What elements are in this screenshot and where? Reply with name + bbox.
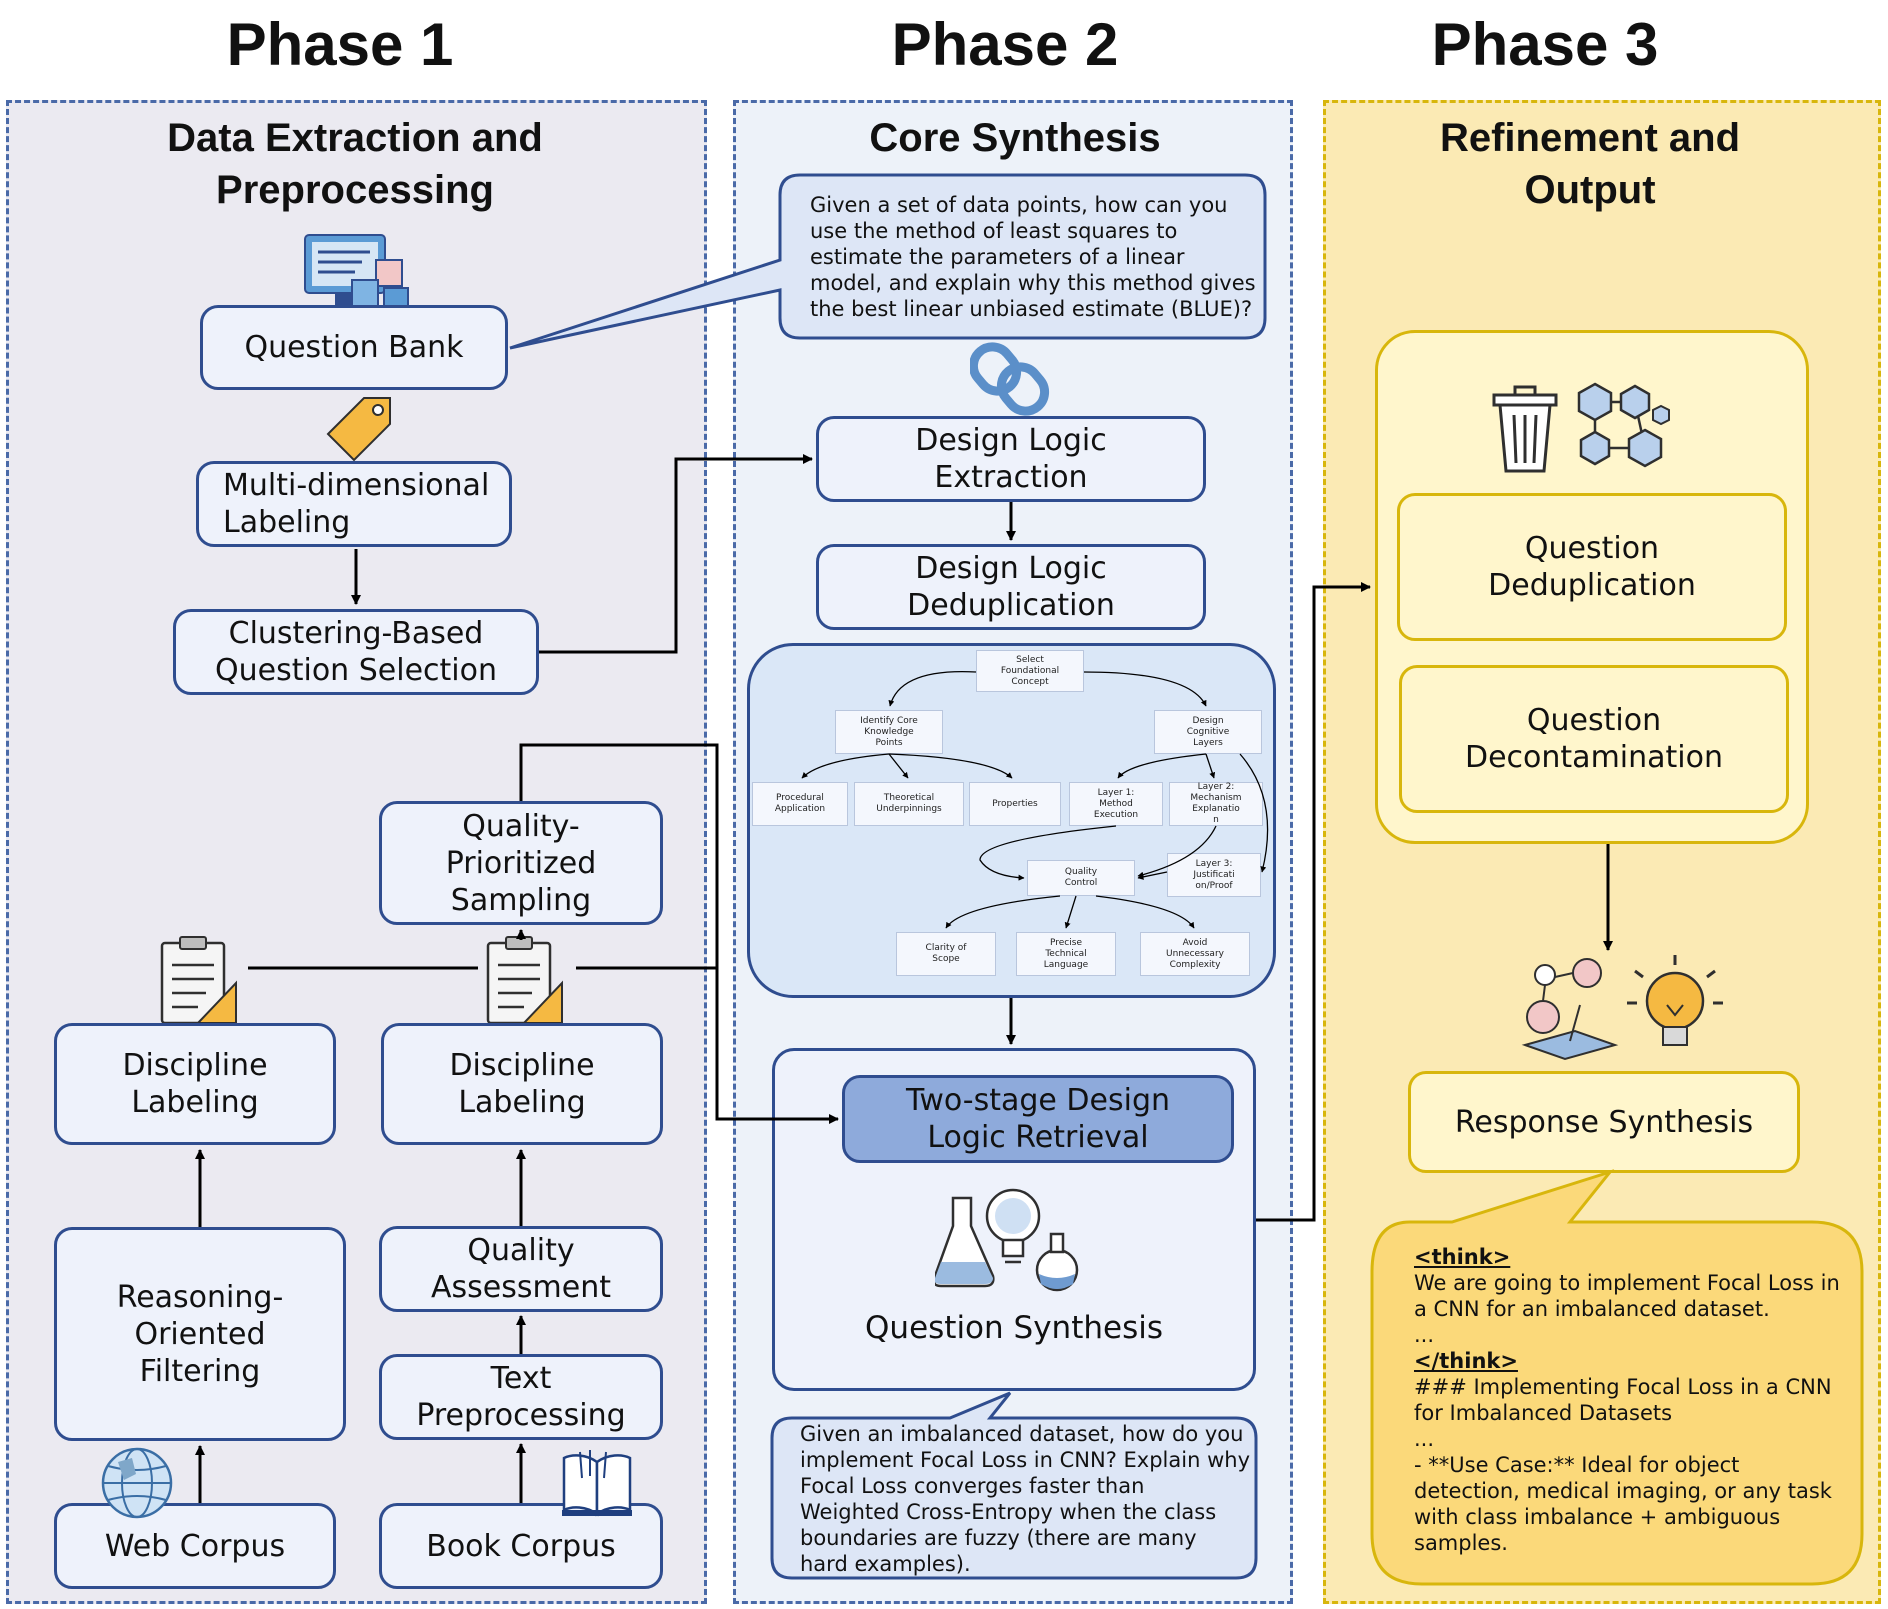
tree-node-cognitive-layers: Design Cognitive Layers: [1154, 710, 1262, 754]
clipboard-icon: [160, 936, 237, 1025]
phase-1-panel-title: Data Extraction and Preprocessing: [167, 116, 543, 212]
lab-flask-icon: [935, 1188, 1079, 1292]
book-corpus-box: Book Corpus: [379, 1503, 663, 1589]
computer-icon: [304, 234, 409, 313]
question-decontamination-box: Question Decontamination: [1399, 665, 1789, 813]
multi-dimensional-labeling-box: Multi-dimensional Labeling: [196, 461, 512, 547]
think-body: We are going to implement Focal Loss in …: [1414, 1271, 1840, 1347]
globe-icon: [101, 1447, 173, 1519]
think-close-tag: </think>: [1414, 1349, 1518, 1373]
question-deduplication-box: Question Deduplication: [1397, 493, 1787, 641]
trash-icon: [1492, 385, 1558, 473]
tree-node-root: Select Foundational Concept: [976, 650, 1084, 692]
synthesized-question-text: Given an imbalanced dataset, how do you …: [800, 1422, 1250, 1576]
clustering-question-selection-box: Clustering-Based Question Selection: [173, 609, 539, 695]
tree-node-avoid: Avoid Unnecessary Complexity: [1140, 932, 1250, 976]
book-icon: [562, 1450, 632, 1517]
phase-3-title: Phase 3: [1431, 11, 1659, 78]
phase-2-panel-title: Core Synthesis: [869, 116, 1161, 160]
think-open-tag: <think>: [1414, 1245, 1511, 1269]
tree-node-clarity: Clarity of Scope: [896, 932, 996, 976]
answer-body: ### Implementing Focal Loss in a CNN for…: [1414, 1375, 1832, 1555]
text-preprocessing-box: Text Preprocessing: [379, 1354, 663, 1440]
reasoning-oriented-filtering-box: Reasoning- Oriented Filtering: [54, 1227, 346, 1441]
tree-node-layer1: Layer 1: Method Execution: [1069, 782, 1163, 826]
design-logic-extraction-box: Design Logic Extraction: [816, 416, 1206, 502]
link-icon: [970, 342, 1050, 416]
response-synthesis-box: Response Synthesis: [1408, 1071, 1800, 1173]
question-synthesis-label: Question Synthesis: [865, 1310, 1163, 1346]
question-bank-box: Question Bank: [200, 305, 508, 390]
lightbulb-icon: [1521, 955, 1723, 1061]
design-logic-deduplication-box: Design Logic Deduplication: [816, 544, 1206, 630]
example-question-text: Given a set of data points, how can you …: [810, 193, 1256, 321]
tree-node-properties: Properties: [969, 782, 1061, 826]
tree-node-theoretical: Theoretical Underpinnings: [854, 782, 964, 826]
discipline-labeling-left-box: Discipline Labeling: [54, 1023, 336, 1145]
tree-node-precise: Precise Technical Language: [1016, 932, 1116, 976]
tag-icon: [326, 397, 391, 462]
phase-1-title: Phase 1: [226, 11, 454, 78]
response-text: <think> We are going to implement Focal …: [1414, 1244, 1854, 1556]
web-corpus-box: Web Corpus: [54, 1503, 336, 1589]
hexagon-network-icon: [1577, 382, 1670, 468]
quality-assessment-box: Quality Assessment: [379, 1226, 663, 1312]
phase-2-title: Phase 2: [891, 11, 1119, 78]
phase-3-panel-title: Refinement and Output: [1439, 116, 1741, 212]
two-stage-design-logic-retrieval-box: Two-stage Design Logic Retrieval: [842, 1075, 1234, 1163]
